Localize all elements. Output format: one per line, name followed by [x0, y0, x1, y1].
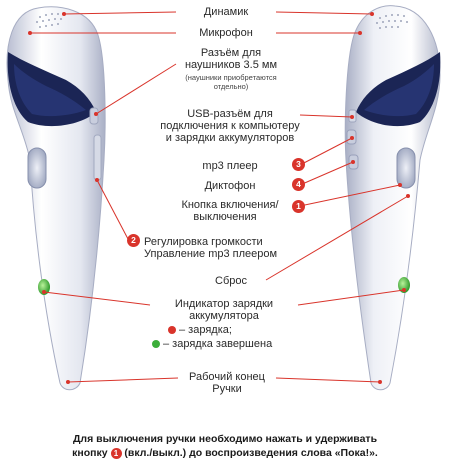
pointer-dots — [28, 12, 410, 384]
footer-badge-1: 1 — [110, 448, 122, 459]
label-headphone-line1: Разъём для — [200, 47, 262, 59]
red-dot-icon — [168, 326, 176, 334]
label-speaker: Динамик — [203, 6, 249, 18]
badge-4: 4 — [292, 178, 305, 191]
label-tip-line1: Рабочий конец — [189, 371, 265, 383]
legend-charging: – зарядка; — [168, 324, 288, 336]
label-volume-line2: Управление mp3 плеером — [144, 248, 278, 260]
power-button-left — [27, 147, 47, 189]
label-usb-line1: USB-разъём для — [187, 108, 273, 120]
label-charge-line1: Индикатор зарядки — [174, 298, 274, 310]
legend-charging-text: – зарядка; — [179, 324, 232, 336]
badge-2: 2 — [127, 234, 140, 247]
label-power-line1: Кнопка включения/ — [181, 199, 279, 211]
volume-rocker — [93, 134, 102, 181]
charge-led-left — [38, 279, 50, 295]
badge-1: 1 — [292, 200, 305, 213]
footer-line2-post: (вкл./выкл.) до воспроизведения слова «П… — [124, 447, 378, 459]
power-button-right — [396, 147, 416, 189]
label-volume-line1: Регулировка громкости — [144, 236, 263, 248]
footer-line1: Для выключения ручки необходимо нажать и… — [72, 433, 378, 445]
pen-left — [6, 6, 106, 391]
green-dot-icon — [152, 340, 160, 348]
label-recorder: Диктофон — [204, 180, 256, 192]
label-charge-line2: аккумулятора — [189, 310, 259, 322]
label-reset: Сброс — [215, 275, 247, 287]
label-headphone-note-line2: отдельно) — [213, 82, 249, 91]
label-headphone-note-line1: (наушники приобретаются — [185, 73, 277, 82]
speaker-grille-left — [36, 13, 62, 28]
legend-charged: – зарядка завершена — [152, 338, 302, 350]
footer-note: Для выключения ручки необходимо нажать и… — [0, 432, 450, 460]
footer-line2: кнопку 1 (вкл./выкл.) до воспроизведения… — [0, 446, 450, 460]
legend-charged-text: – зарядка завершена — [163, 338, 273, 350]
pen-right — [344, 5, 441, 391]
speaker-grille-right — [376, 14, 408, 29]
label-headphone-line2: наушников 3.5 мм — [184, 59, 278, 71]
headphone-jack-left — [89, 107, 99, 125]
label-tip-line2: Ручки — [212, 383, 242, 395]
label-power-line2: выключения — [193, 211, 257, 223]
charge-led-right — [398, 277, 410, 293]
label-microphone: Микрофон — [199, 27, 253, 39]
badge-3: 3 — [292, 158, 305, 171]
label-usb-line3: и зарядки аккумуляторов — [165, 132, 295, 144]
pointer-lines — [30, 11, 409, 383]
footer-line2-pre: кнопку — [72, 447, 108, 459]
label-usb-line2: подключения к компьютеру — [160, 120, 300, 132]
label-mp3-player: mp3 плеер — [202, 160, 258, 172]
